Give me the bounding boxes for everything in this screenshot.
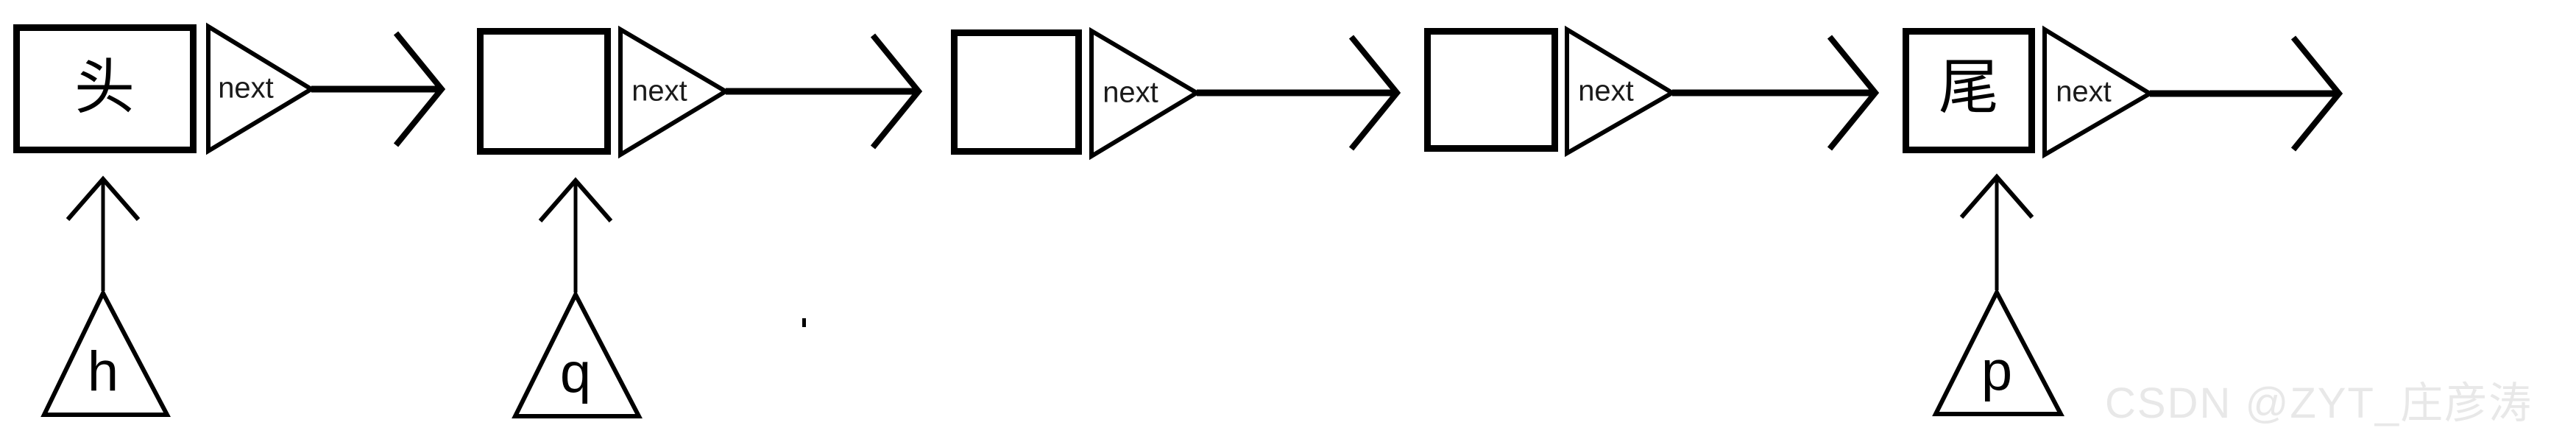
- pointer-q-triangle[interactable]: [512, 290, 643, 418]
- next-label-4: next: [1578, 75, 1634, 108]
- speck-artifact: [802, 318, 806, 327]
- list-node-5[interactable]: 尾 next: [1903, 25, 2343, 159]
- pointer-h[interactable]: h: [40, 175, 171, 417]
- list-node-3[interactable]: next: [951, 27, 1401, 161]
- next-label-1: next: [218, 72, 274, 105]
- next-pointer-field-5[interactable]: [2042, 25, 2154, 159]
- link-arrow-head-5: [2290, 35, 2343, 152]
- node-value-1: 头: [74, 52, 135, 122]
- link-arrow-head-4: [1827, 35, 1880, 151]
- list-node-1[interactable]: 头 next: [13, 22, 446, 155]
- node-box-2[interactable]: [477, 28, 611, 155]
- pointer-p-arrowhead: [1959, 173, 2034, 219]
- link-arrow-head-1: [393, 31, 446, 147]
- next-pointer-field-2[interactable]: [618, 25, 730, 159]
- list-node-2[interactable]: next: [477, 25, 923, 159]
- node-box-1[interactable]: [13, 24, 197, 153]
- link-arrow-head-2: [870, 33, 923, 150]
- pointer-h-triangle[interactable]: [40, 288, 171, 417]
- node-box-5[interactable]: [1903, 28, 2035, 153]
- link-arrow-head-3: [1348, 35, 1401, 151]
- node-box-3[interactable]: [951, 29, 1082, 155]
- next-label-2: next: [631, 75, 687, 108]
- csdn-watermark: CSDN @ZYT_庄彦涛: [2105, 379, 2533, 427]
- pointer-h-label: h: [88, 340, 118, 403]
- next-label-5: next: [2056, 76, 2112, 108]
- pointer-q-arrowhead: [538, 177, 613, 222]
- pointer-p-triangle[interactable]: [1932, 287, 2064, 416]
- pointer-p[interactable]: p: [1932, 173, 2064, 416]
- next-pointer-field-1[interactable]: [206, 22, 316, 155]
- list-node-4[interactable]: next: [1424, 25, 1880, 158]
- next-pointer-field-3[interactable]: [1089, 27, 1201, 161]
- pointer-q-label: q: [560, 342, 591, 404]
- pointer-h-arrowhead: [66, 175, 141, 221]
- next-label-3: next: [1103, 77, 1158, 109]
- node-value-5: 尾: [1939, 52, 1999, 122]
- pointer-q[interactable]: q: [512, 177, 643, 418]
- pointer-p-label: p: [1981, 340, 2012, 402]
- next-pointer-field-4[interactable]: [1565, 25, 1677, 158]
- node-box-4[interactable]: [1424, 28, 1558, 152]
